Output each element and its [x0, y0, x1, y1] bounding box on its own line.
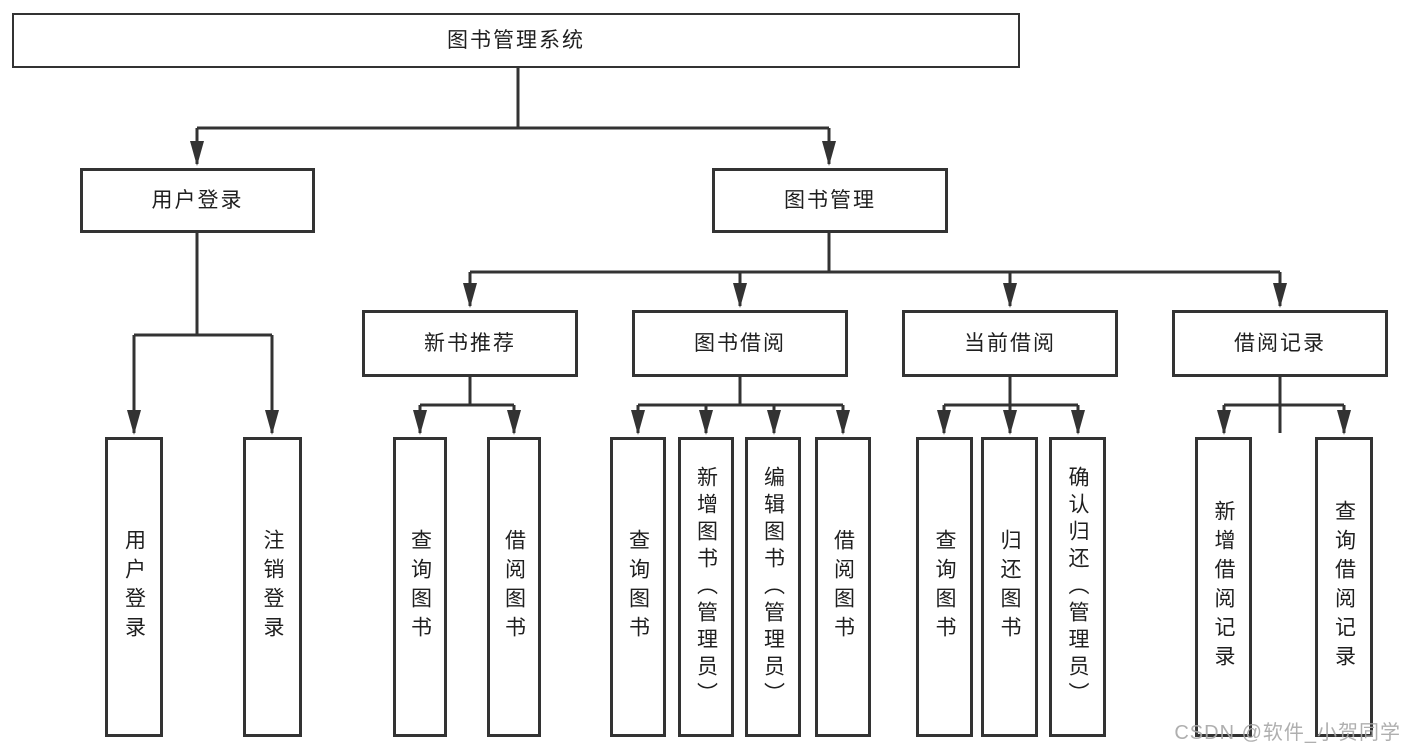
node-leaf-return-books: 归还图书 — [981, 437, 1038, 737]
node-current-borrowing: 当前借阅 — [902, 310, 1118, 377]
node-leaf-query-books-borrowing: 查询图书 — [610, 437, 666, 737]
node-user-login: 用户登录 — [80, 168, 315, 233]
node-leaf-logout: 注销登录 — [243, 437, 302, 737]
node-leaf-confirm-return-admin: 确认归还（管理员） — [1049, 437, 1106, 737]
node-new-book-recommend: 新书推荐 — [362, 310, 578, 377]
node-book-management: 图书管理 — [712, 168, 948, 233]
node-leaf-user-login: 用户登录 — [105, 437, 163, 737]
node-leaf-query-books-recommend: 查询图书 — [393, 437, 447, 737]
csdn-watermark: CSDN @软件_小贺同学 — [1174, 722, 1401, 744]
node-leaf-add-borrow-record: 新增借阅记录 — [1195, 437, 1252, 737]
arrowhead-icons — [127, 141, 1351, 435]
node-leaf-query-books-current: 查询图书 — [916, 437, 973, 737]
node-leaf-edit-books-admin: 编辑图书（管理员） — [745, 437, 801, 737]
node-leaf-add-books-admin: 新增图书（管理员） — [678, 437, 734, 737]
node-book-borrowing: 图书借阅 — [632, 310, 848, 377]
node-library-management-system: 图书管理系统 — [12, 13, 1020, 68]
node-borrowing-records: 借阅记录 — [1172, 310, 1388, 377]
node-leaf-borrow-books-recommend: 借阅图书 — [487, 437, 541, 737]
node-leaf-borrow-books: 借阅图书 — [815, 437, 871, 737]
node-leaf-query-borrow-record: 查询借阅记录 — [1315, 437, 1373, 737]
